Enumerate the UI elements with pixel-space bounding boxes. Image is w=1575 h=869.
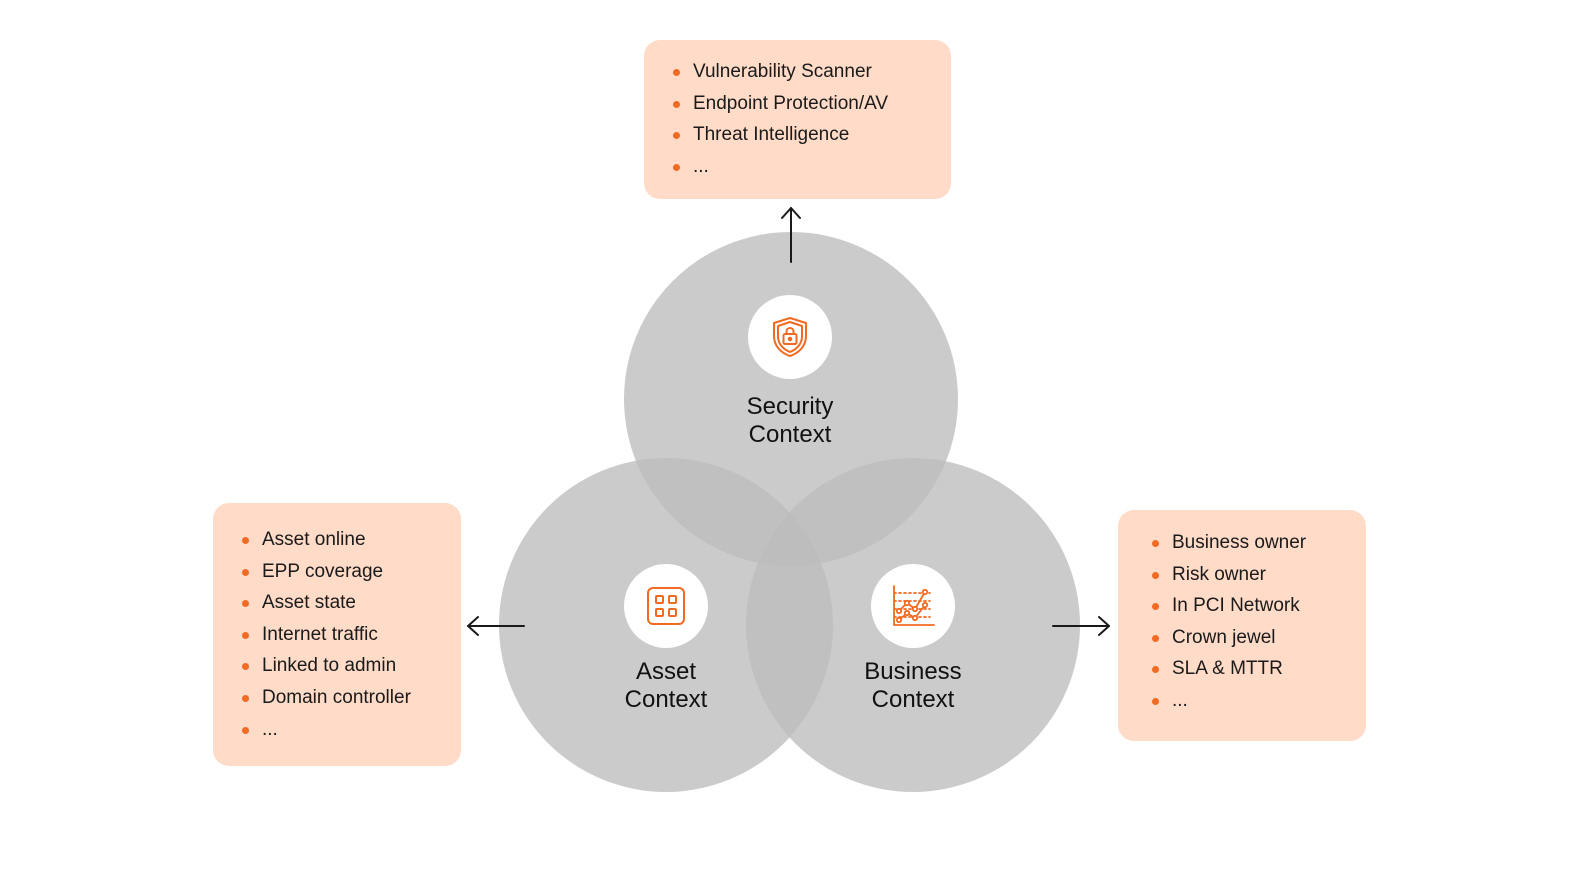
security-icon-badge (748, 295, 832, 379)
list-item: SLA & MTTR (1152, 653, 1366, 685)
business-context-card: Business owner Risk owner In PCI Network… (1118, 510, 1366, 741)
arrows (467, 207, 1110, 636)
arrow-up (781, 207, 801, 263)
arrow-right (1052, 616, 1110, 636)
asset-label-line2: Context (624, 686, 708, 713)
list-item: Business owner (1152, 527, 1366, 559)
list-item: In PCI Network (1152, 590, 1366, 622)
list-item: Risk owner (1152, 559, 1366, 591)
business-items-list: Business owner Risk owner In PCI Network… (1152, 527, 1366, 717)
line-chart-icon (893, 585, 935, 626)
list-item: Asset online (242, 524, 461, 556)
business-label-line1: Business (864, 658, 962, 685)
asset-context-label: Asset Context (546, 658, 786, 714)
security-context-label: Security Context (670, 393, 910, 449)
list-item: Threat Intelligence (673, 119, 951, 151)
asset-context-card: Asset online EPP coverage Asset state In… (213, 503, 461, 766)
business-context-label: Business Context (793, 658, 1033, 714)
list-item: Endpoint Protection/AV (673, 88, 951, 120)
list-item: ... (1152, 685, 1366, 717)
asset-items-list: Asset online EPP coverage Asset state In… (242, 524, 461, 745)
grid-icon (647, 587, 685, 625)
list-item: Vulnerability Scanner (673, 56, 951, 88)
security-context-card: Vulnerability Scanner Endpoint Protectio… (644, 40, 951, 199)
security-items-list: Vulnerability Scanner Endpoint Protectio… (673, 56, 951, 182)
arrow-left (467, 616, 525, 636)
list-item: Internet traffic (242, 619, 461, 651)
list-item: Crown jewel (1152, 622, 1366, 654)
list-item: Domain controller (242, 682, 461, 714)
business-label-line2: Context (871, 686, 955, 713)
shield-lock-icon (773, 317, 807, 357)
business-icon-badge (871, 564, 955, 648)
list-item: ... (673, 151, 951, 183)
security-label-line2: Context (748, 421, 832, 448)
list-item: Asset state (242, 587, 461, 619)
list-item: Linked to admin (242, 650, 461, 682)
asset-label-line1: Asset (635, 658, 697, 685)
list-item: ... (242, 714, 461, 746)
security-label-line1: Security (746, 393, 834, 420)
list-item: EPP coverage (242, 556, 461, 588)
asset-icon-badge (624, 564, 708, 648)
